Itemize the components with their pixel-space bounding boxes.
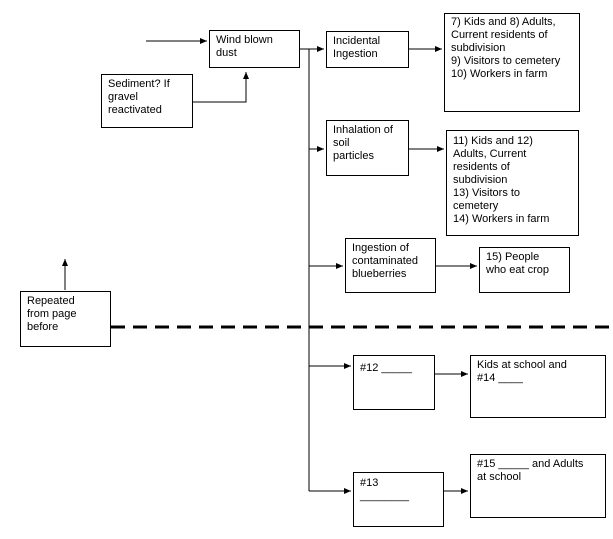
node-text-line: 15) People [486, 251, 540, 263]
node-text-line: #13 [360, 477, 379, 489]
node-text-line: 7) Kids and 8) Adults, [451, 16, 556, 28]
node-text-line: Ingestion [333, 48, 378, 60]
node-text-line: contaminated [352, 255, 419, 267]
node-text-line: blueberries [352, 268, 407, 280]
node-text-line: 10) Workers in farm [451, 68, 548, 80]
node-text-line: who eat crop [486, 264, 549, 276]
node-text-line: subdivision [451, 42, 506, 54]
node-text-line: before [27, 321, 59, 333]
node-text-line: 13) Visitors to [453, 187, 521, 199]
receptors-incidental-node: 7) Kids and 8) Adults,Current residents … [444, 13, 580, 112]
node-text-line: 14) Workers in farm [453, 213, 550, 225]
node-text-line: residents of [453, 161, 510, 173]
node-text-line: Adults, Current [453, 148, 527, 160]
node-text-line: Inhalation of [333, 124, 393, 136]
node-text-line: Repeated [27, 295, 75, 307]
node-text-line: Wind blown [216, 34, 273, 46]
node-text-line: 9) Visitors to cemetery [451, 55, 561, 67]
node-text-line: from page [27, 308, 77, 320]
n13-node: #13________ [353, 472, 444, 527]
node-text-line: ________ [360, 490, 409, 502]
node-text-line: dust [216, 47, 237, 59]
node-text-line: Incidental [333, 35, 381, 47]
node-text-line: Kids at school and [477, 359, 567, 371]
node-text-line: #12 _____ [360, 362, 412, 374]
node-text-line: Current residents of [451, 29, 548, 41]
node-text-line: Ingestion of [352, 242, 409, 254]
node-text-line: particles [333, 150, 374, 162]
node-text-line: soil [333, 137, 350, 149]
node-text-line: reactivated [108, 104, 162, 116]
school-receptors-node: Kids at school and#14 ____ [470, 355, 606, 418]
n12-node: #12 _____ [353, 355, 435, 410]
node-text-line: at school [477, 471, 522, 483]
node-text-line: 11) Kids and 12) [453, 135, 533, 147]
sediment-to-wind-arrow [193, 72, 249, 103]
node-text-line: Sediment? If [108, 78, 170, 90]
node-text-line: gravel [108, 91, 138, 103]
node-text-line: subdivision [453, 174, 508, 186]
node-text-line: #15 _____ and Adults [477, 458, 584, 470]
node-text-line: cemetery [453, 200, 499, 212]
node-text-line: #14 ____ [477, 372, 523, 384]
